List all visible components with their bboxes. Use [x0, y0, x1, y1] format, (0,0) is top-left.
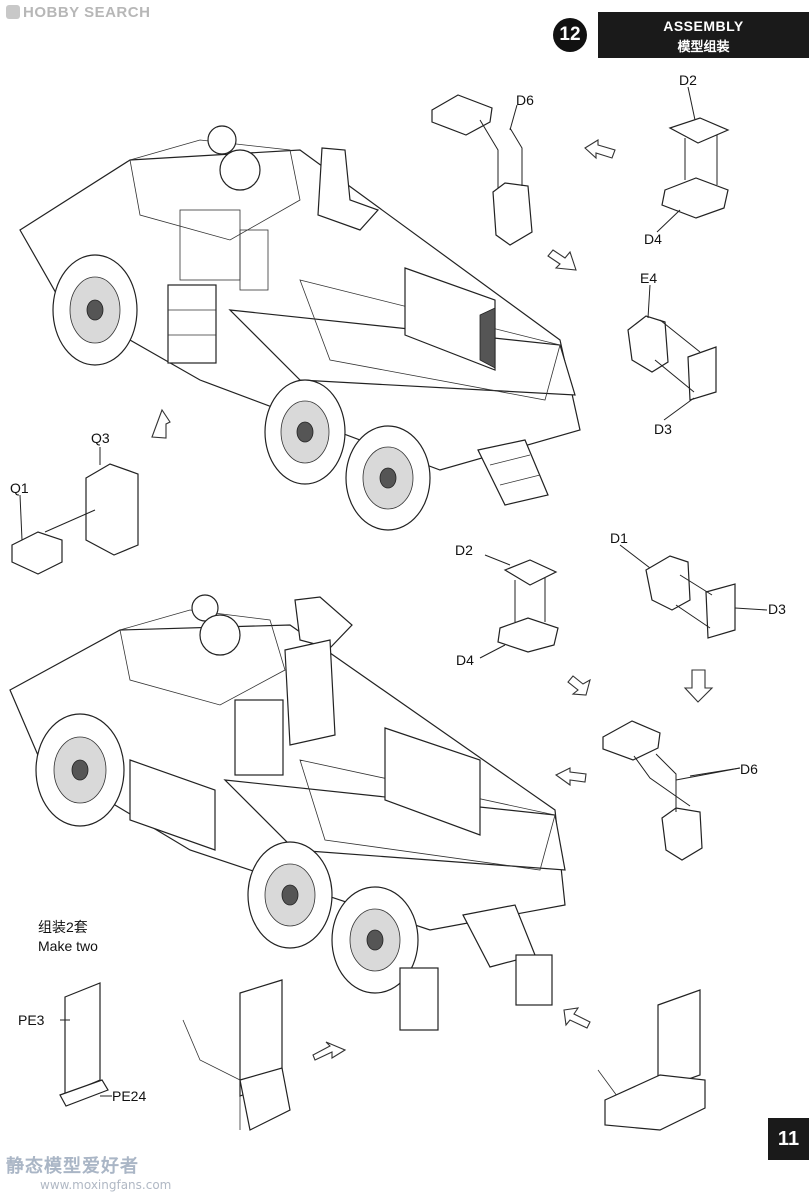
moxingfans-url: www.moxingfans.com	[40, 1178, 172, 1192]
label-d6-mid: D6	[740, 761, 758, 777]
step-number-badge: 12	[553, 18, 587, 52]
q1-q3-parts	[11, 447, 139, 575]
arrow-up-left	[151, 408, 171, 439]
label-q3: Q3	[91, 430, 110, 446]
arrow-bottom-right	[312, 1041, 347, 1061]
label-d4-top: D4	[644, 231, 662, 247]
label-d2-mid: D2	[455, 542, 473, 558]
assembly-header: ASSEMBLY 模型组装	[598, 12, 809, 58]
arrow-mid-diag	[567, 675, 591, 696]
label-d1: D1	[610, 530, 628, 546]
header-title-zh: 模型组装	[677, 39, 730, 54]
label-q1: Q1	[10, 480, 29, 496]
d6-seat-parts-mid	[602, 720, 741, 861]
arrow-top-diag	[547, 249, 577, 271]
d2-d4-parts-mid	[479, 554, 559, 659]
hobby-search-logo-icon	[6, 5, 20, 19]
arrow-mid-left	[554, 767, 587, 787]
label-d4-mid: D4	[456, 652, 474, 668]
label-e4: E4	[640, 270, 658, 286]
label-d6-top: D6	[516, 92, 534, 108]
d2-d4-parts-top	[656, 86, 730, 233]
label-d3-mid: D3	[768, 601, 786, 617]
e4-d3-parts-top	[627, 284, 717, 421]
pe3-pe24-parts	[59, 982, 112, 1107]
d1-d3-parts-mid	[619, 544, 768, 639]
mudflap-right-assembly	[597, 989, 706, 1131]
arrow-top-left	[584, 139, 616, 160]
label-pe24: PE24	[112, 1088, 147, 1104]
mudflap-left-assembly	[182, 979, 291, 1131]
watermark-text: HOBBY SEARCH	[23, 4, 151, 21]
hobby-search-watermark: HOBBY SEARCH	[6, 4, 150, 21]
label-d2-top: D2	[679, 72, 697, 88]
make-two-note: 组装2套 Make two	[38, 918, 98, 956]
label-d3-top: D3	[654, 421, 672, 437]
lower-vehicle-drawing	[9, 594, 566, 1031]
note-zh: 组装2套	[38, 919, 88, 935]
arrow-bottom-left	[563, 1007, 591, 1029]
moxingfans-watermark: 静态模型爱好者	[6, 1156, 139, 1177]
note-en: Make two	[38, 938, 98, 954]
upper-vehicle-drawing	[19, 125, 581, 531]
d6-seat-parts-top	[431, 94, 533, 246]
label-pe3: PE3	[18, 1012, 45, 1028]
page-number: 11	[768, 1118, 809, 1160]
arrow-mid-down	[683, 669, 714, 703]
header-title-en: ASSEMBLY	[663, 18, 744, 34]
